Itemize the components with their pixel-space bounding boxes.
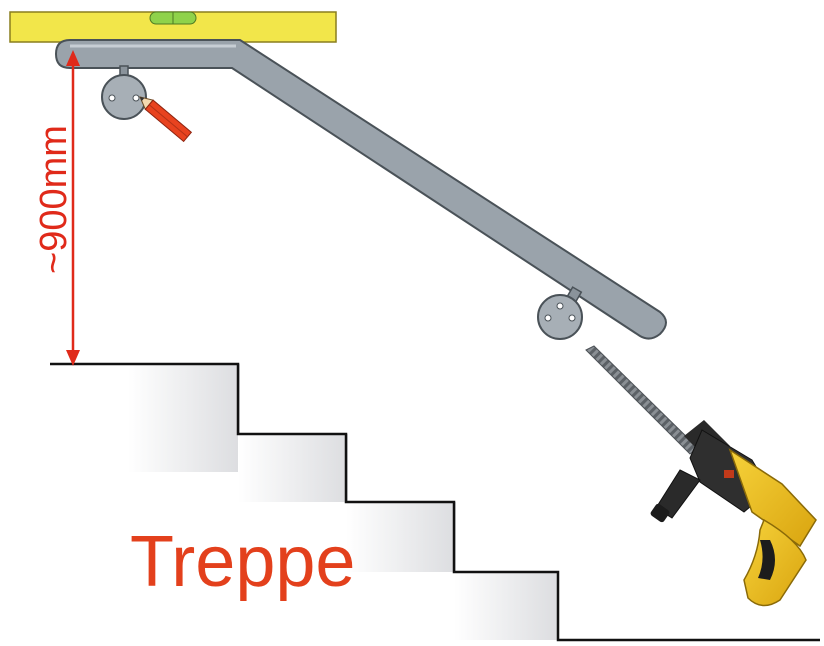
step-shade bbox=[454, 572, 558, 640]
wall-bracket-icon bbox=[101, 65, 147, 120]
spirit-level-icon bbox=[9, 11, 337, 43]
step-shade bbox=[128, 364, 240, 472]
step-shade bbox=[346, 502, 456, 572]
stairs-outline bbox=[50, 362, 820, 642]
height-label: ~900mm bbox=[33, 125, 75, 274]
stairs-label: Treppe bbox=[130, 522, 355, 602]
wall-bracket-icon bbox=[537, 286, 583, 340]
hammer-drill-icon bbox=[585, 345, 817, 607]
step-shade bbox=[238, 434, 348, 502]
handrail bbox=[55, 39, 667, 340]
pencil-icon bbox=[139, 96, 193, 143]
stairs bbox=[50, 362, 820, 642]
double-arrow-icon bbox=[66, 50, 80, 366]
